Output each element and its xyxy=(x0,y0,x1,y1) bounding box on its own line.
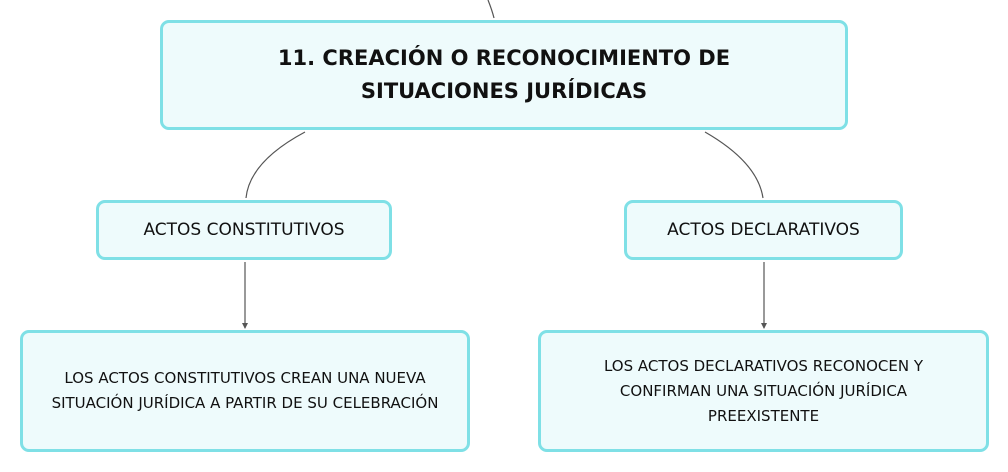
arrowhead-declarativos-detail xyxy=(761,323,767,329)
subtopic-label: ACTOS CONSTITUTIVOS xyxy=(143,220,345,240)
detail-text: LOS ACTOS CONSTITUTIVOS CREAN UNA NUEVA … xyxy=(51,369,439,412)
arrowhead-constitutivos-detail xyxy=(242,323,248,329)
detail-actos-declarativos[interactable]: LOS ACTOS DECLARATIVOS RECONOCEN Y CONFI… xyxy=(538,330,989,452)
detail-actos-constitutivos[interactable]: LOS ACTOS CONSTITUTIVOS CREAN UNA NUEVA … xyxy=(20,330,470,452)
subtopic-label: ACTOS DECLARATIVOS xyxy=(667,220,860,240)
main-topic-text: 11. CREACIÓN O RECONOCIMIENTO DE SITUACI… xyxy=(277,46,731,103)
connector-main-to-constitutivos xyxy=(245,131,306,199)
main-topic-node[interactable]: 11. CREACIÓN O RECONOCIMIENTO DE SITUACI… xyxy=(160,20,848,130)
subtopic-actos-constitutivos[interactable]: ACTOS CONSTITUTIVOS xyxy=(96,200,392,260)
connector-main-to-declarativos xyxy=(704,131,764,199)
connector-parent-to-main xyxy=(487,0,495,19)
detail-text: LOS ACTOS DECLARATIVOS RECONOCEN Y CONFI… xyxy=(603,356,923,425)
subtopic-actos-declarativos[interactable]: ACTOS DECLARATIVOS xyxy=(624,200,903,260)
